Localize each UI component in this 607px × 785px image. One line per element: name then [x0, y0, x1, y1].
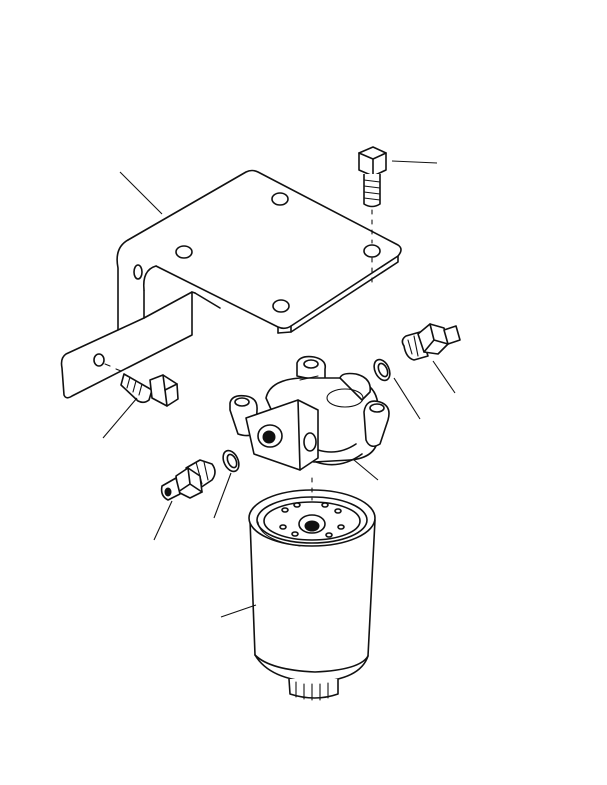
mounting-bracket [60, 169, 402, 399]
leader-right-o-ring [393, 377, 421, 420]
leader-right-fitting [432, 360, 456, 394]
leader-side-bolt [102, 397, 138, 439]
leader-left-o-ring [213, 472, 232, 519]
side-hex-bolt [104, 363, 179, 407]
filter-head [229, 355, 390, 471]
right-o-ring [373, 358, 391, 382]
leader-filter-head [353, 459, 379, 481]
leader-filter-element [220, 604, 257, 618]
right-fitting [401, 323, 461, 361]
leader-top-bolt [391, 160, 438, 164]
leader-lines [102, 160, 456, 618]
leader-bracket [119, 171, 163, 215]
top-hex-bolt [358, 146, 387, 283]
left-o-ring [222, 449, 240, 473]
filter-element [248, 477, 376, 701]
left-fitting [160, 459, 216, 501]
leader-left-fitting [153, 500, 173, 541]
